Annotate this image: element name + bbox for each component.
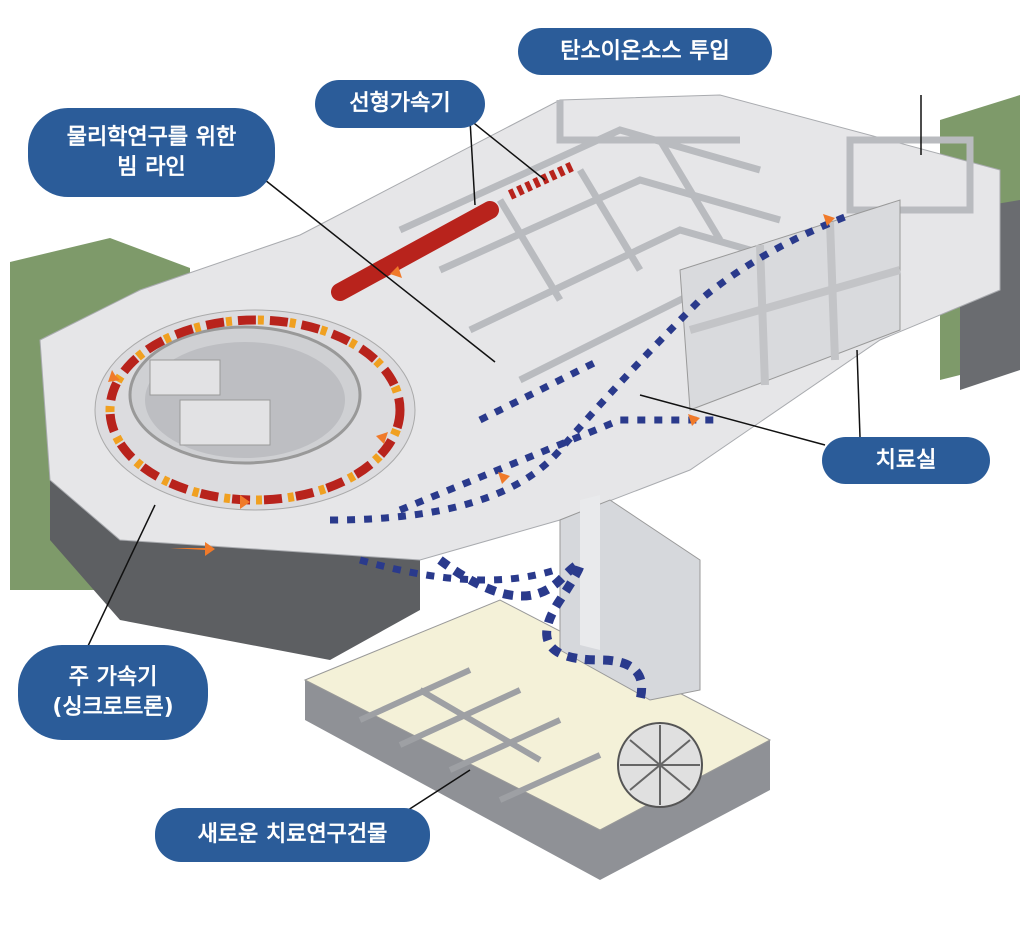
label-main-accelerator: 주 가속기 (싱크로트론) [18, 645, 208, 740]
label-text: 선형가속기 [349, 91, 451, 116]
label-text: 탄소이온소스 투입 [560, 38, 730, 64]
label-text-line1: 주 가속기 [68, 664, 158, 690]
label-text-line1: 물리학연구를 위한 [66, 124, 237, 150]
label-linear-accelerator: 선형가속기 [315, 80, 485, 128]
new-building-wall-front [305, 680, 770, 880]
label-text: 새로운 치료연구건물 [197, 822, 388, 847]
new-beamline [437, 556, 646, 702]
label-carbon-ion-source: 탄소이온소스 투입 [518, 28, 772, 75]
label-text-line2: 빔 라인 [117, 154, 186, 180]
ring-magnets [105, 315, 405, 505]
leader-lines [87, 95, 922, 813]
label-physics-beamline: 물리학연구를 위한 빔 라인 [28, 108, 275, 197]
gantry [617, 722, 703, 808]
inner-building [149, 359, 271, 446]
label-new-research-building: 새로운 치료연구건물 [155, 808, 430, 862]
label-text: 치료실 [875, 447, 937, 473]
linac-tube [331, 201, 499, 301]
beamlines [329, 211, 852, 584]
label-treatment-rooms: 치료실 [822, 437, 990, 484]
beam-direction-arrows [108, 214, 835, 556]
label-text-line2: (싱크로트론) [52, 694, 174, 720]
linac-segment [507, 160, 578, 200]
new-building-walls [358, 667, 602, 803]
